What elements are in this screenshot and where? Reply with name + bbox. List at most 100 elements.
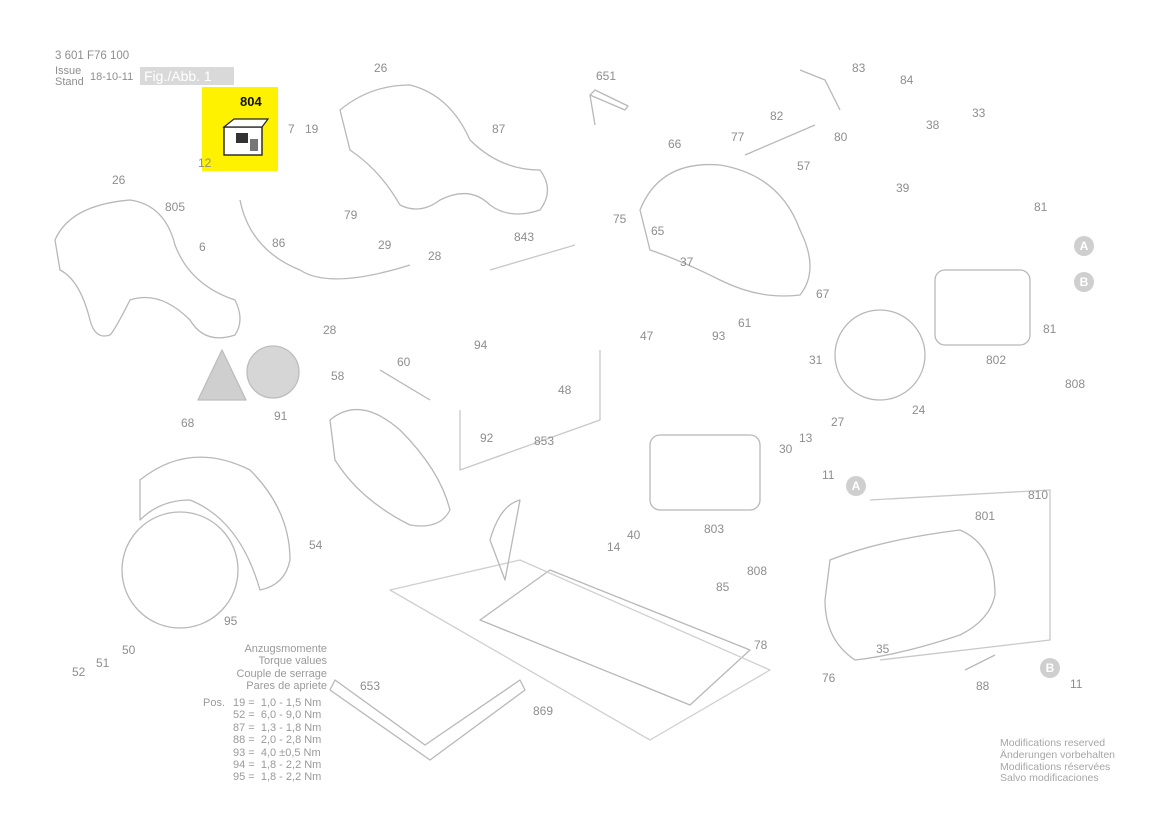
saw-blade-shape [121, 511, 239, 629]
torque-row: 95 = 1,8 - 2,2 Nm [233, 771, 322, 784]
torque-title-line: Torque values [258, 655, 328, 668]
safety-circle [246, 345, 300, 399]
part-label: 40 [627, 528, 641, 542]
part-label: 13 [799, 431, 813, 445]
part-label: 94 [474, 338, 488, 352]
marker-b: B [1074, 272, 1094, 292]
part-label: 801 [975, 509, 996, 523]
part-label: 85 [716, 580, 730, 594]
part-label: 853 [534, 434, 555, 448]
stand-label: Stand [55, 76, 84, 88]
part-label: 39 [896, 181, 910, 195]
part-label: 27 [831, 415, 845, 429]
part-label: 28 [323, 323, 337, 337]
part-label: 77 [731, 130, 745, 144]
spindle-82 [744, 124, 816, 156]
figure-label: Fig./Abb. 1 [140, 67, 234, 85]
part-label: 66 [668, 137, 682, 151]
part-label: 7 [288, 122, 295, 136]
base-bracket-frame [389, 559, 771, 741]
torque-title-line: Anzugsmomente [244, 643, 327, 655]
armature-shape [649, 434, 761, 511]
bracket-810 [869, 489, 1051, 661]
part-label: 67 [816, 287, 830, 301]
part-label: 805 [165, 200, 186, 214]
hex-key-shape [589, 89, 629, 126]
part-label: 11 [1070, 677, 1083, 691]
part-label: 651 [596, 69, 617, 83]
part-label: 81 [1043, 322, 1057, 336]
part-label: 38 [926, 118, 940, 132]
part-label: 808 [747, 564, 768, 578]
modifications-notice: Modifications reserved Änderungen vorbeh… [1000, 737, 1116, 785]
part-label: 88 [976, 679, 990, 693]
marker-b: B [1040, 658, 1060, 678]
bracket-853 [459, 350, 601, 471]
part-label: 31 [809, 353, 823, 367]
torque-title-line: Couple de serrage [236, 667, 327, 680]
part-label: 6 [199, 240, 206, 254]
modifications-line: Änderungen vorbehalten [1000, 748, 1116, 761]
torque-row: 88 = 2,0 - 2,8 Nm [233, 734, 322, 747]
warning-triangle [197, 349, 247, 401]
field-shape [934, 269, 1031, 346]
part-label: 76 [822, 671, 836, 685]
marker-a: A [1074, 236, 1094, 256]
modifications-line: Salvo modificaciones [1000, 772, 1099, 785]
part-label: 78 [754, 638, 768, 652]
part-label: 86 [272, 236, 286, 250]
part-label: 52 [72, 665, 86, 679]
part-label: 29 [378, 238, 392, 252]
part-label: 60 [397, 355, 411, 369]
blade-guard-shape [139, 456, 291, 591]
part-label: 95 [224, 614, 238, 628]
parallel-guide-shape [329, 679, 526, 761]
spring-88 [964, 654, 996, 671]
torque-title: Anzugsmomente Torque values Couple de se… [215, 643, 327, 693]
part-label: 80 [834, 130, 848, 144]
motor-housing-shape [834, 309, 926, 401]
baseplate-shape [479, 569, 751, 706]
part-label: 19 [305, 122, 319, 136]
torque-row: 19 = 1,0 - 1,5 Nm [233, 697, 322, 709]
part-label: 802 [986, 353, 1007, 367]
part-label: 93 [712, 329, 726, 343]
part-label: 35 [876, 642, 890, 656]
part-label: 26 [112, 173, 126, 187]
part-label: 653 [360, 679, 381, 693]
part-label: 58 [331, 369, 345, 383]
torque-row: 93 = 4,0 ±0,5 Nm [233, 746, 321, 759]
part-label: 57 [797, 159, 811, 173]
part-label: 91 [274, 409, 288, 423]
part-label: 82 [770, 109, 784, 123]
highlight-part-804[interactable] [202, 87, 278, 171]
part-label: 869 [533, 704, 554, 718]
marker-a: A [846, 476, 866, 496]
part-label: 810 [1028, 488, 1049, 502]
doc-number: 3 601 F76 100 [55, 50, 130, 62]
part-label: 79 [344, 208, 358, 222]
motor-801-shape [824, 529, 996, 661]
part-label: 808 [1065, 377, 1086, 391]
part-label: 51 [96, 656, 110, 670]
part-label: 81 [1034, 200, 1048, 214]
part-label: 48 [558, 383, 572, 397]
part-label: 803 [704, 522, 725, 536]
modifications-line: Modifications reserved [1000, 737, 1106, 749]
part-label: 75 [613, 212, 627, 226]
handle-left-shape [54, 199, 241, 339]
modifications-line: Modifications réservées [1000, 760, 1111, 773]
part-label: 11 [822, 468, 835, 482]
part-label: 68 [181, 416, 195, 430]
upper-guard-shape [639, 163, 811, 297]
part-label: 61 [738, 316, 752, 330]
part-label: 65 [651, 224, 665, 238]
part-label: 14 [607, 540, 621, 554]
part-label: 28 [428, 249, 442, 263]
lever-80 [799, 69, 841, 111]
torque-row: 87 = 1,3 - 1,8 Nm [233, 721, 322, 734]
part-label: 26 [374, 61, 388, 75]
torque-row: 52 = 6,0 - 9,0 Nm [233, 709, 322, 722]
part-label: 92 [480, 431, 494, 445]
